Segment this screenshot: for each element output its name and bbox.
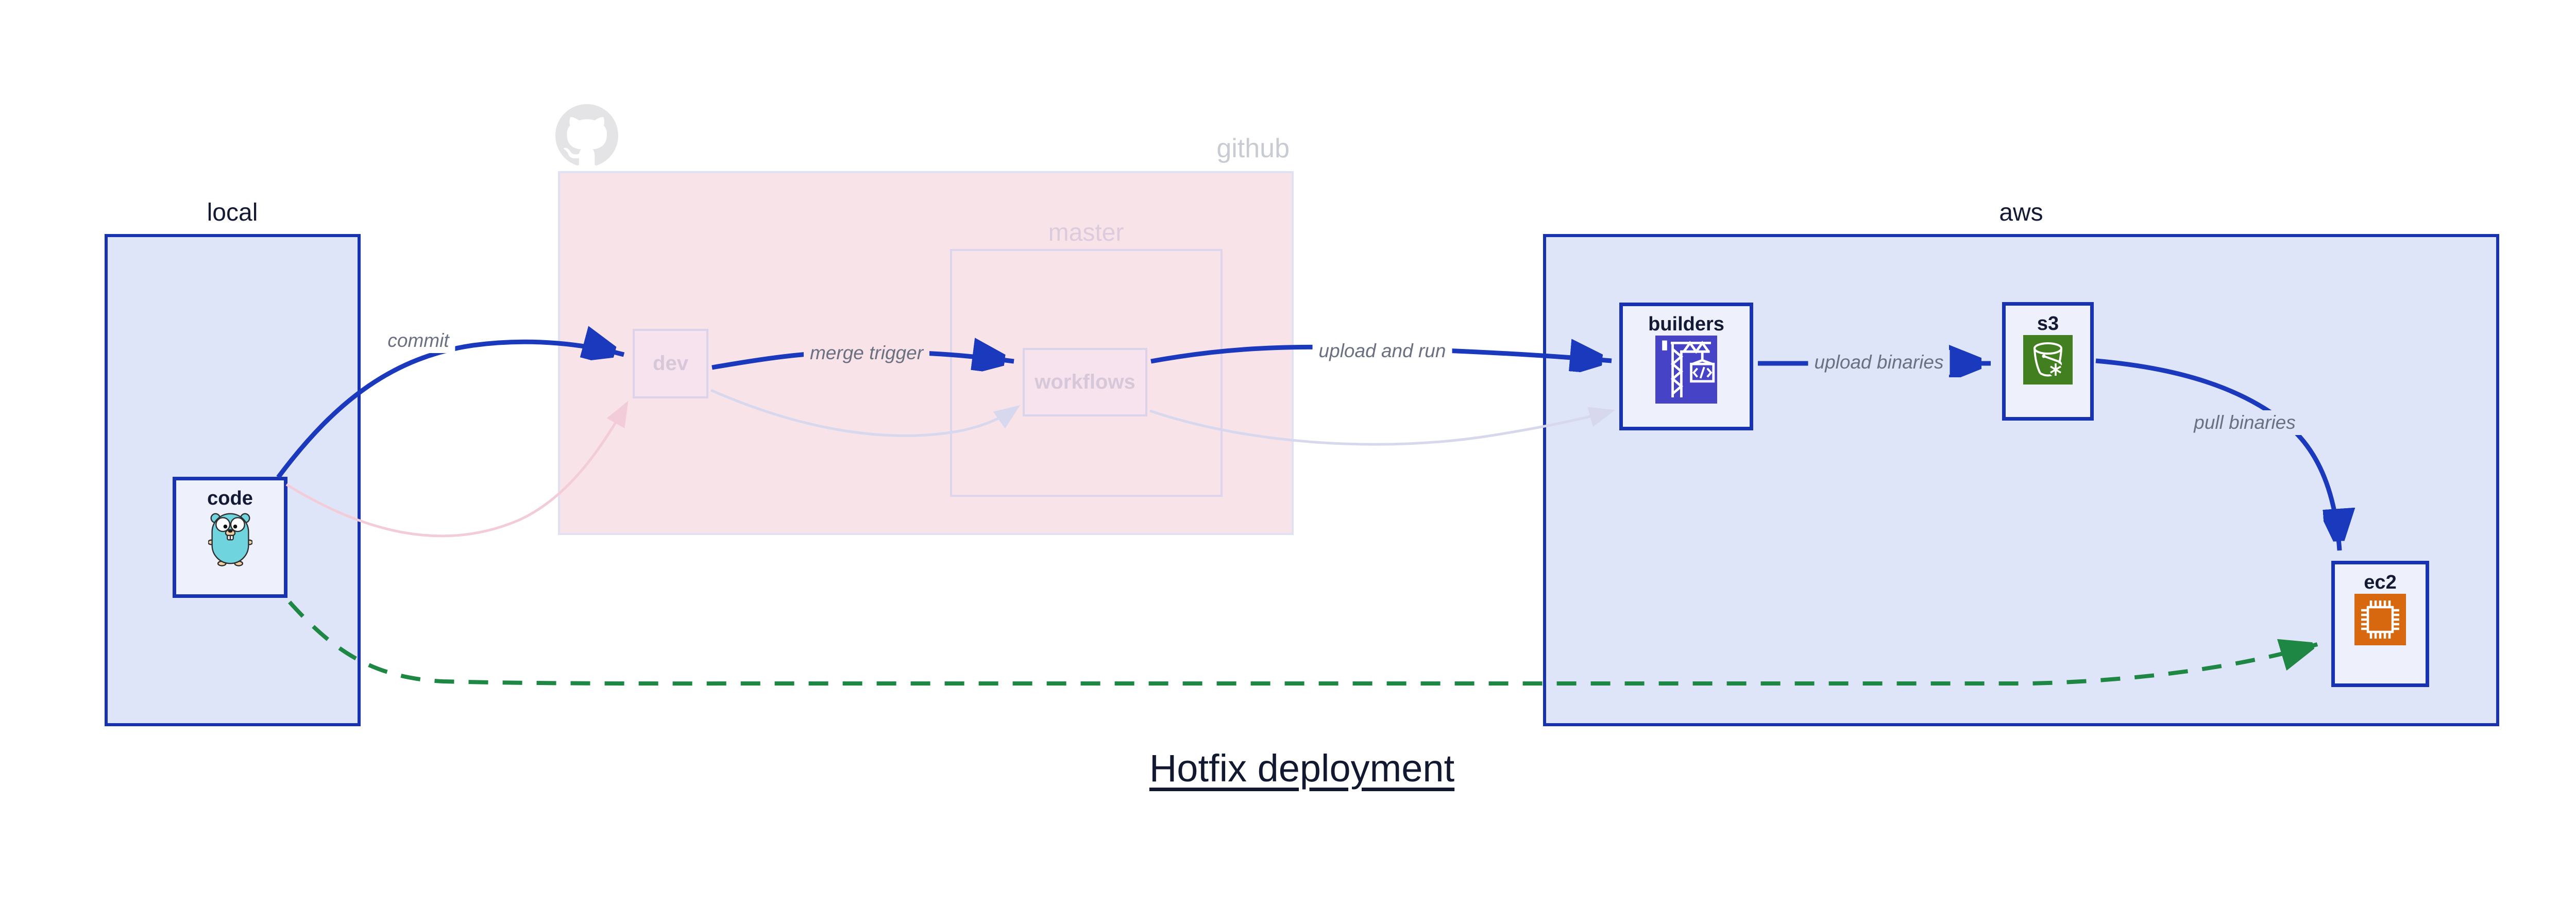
node-builders: builders <box>1619 303 1753 430</box>
node-workflows: workflows <box>1023 348 1147 416</box>
diagram-title: Hotfix deployment <box>1149 747 1455 790</box>
node-s3-label: s3 <box>2037 313 2059 335</box>
github-group-label: github <box>1216 133 1290 163</box>
master-group-label: master <box>1048 219 1124 246</box>
edge-label-upload-binaries: upload binaries <box>1808 350 1950 375</box>
node-dev: dev <box>633 329 708 398</box>
master-group-box <box>950 249 1223 497</box>
codebuild-crane-icon <box>1655 336 1717 406</box>
node-s3: s3 <box>2002 302 2094 421</box>
node-workflows-label: workflows <box>1035 371 1136 393</box>
node-code: code <box>173 477 287 598</box>
edge-label-upload-and-run: upload and run <box>1312 339 1452 363</box>
node-dev-label: dev <box>653 352 688 375</box>
ec2-chip-icon <box>2354 594 2406 647</box>
github-octocat-icon <box>555 104 618 170</box>
aws-group-label: aws <box>1999 199 2043 226</box>
edge-label-merge-trigger: merge trigger <box>803 341 930 365</box>
local-group-label: local <box>207 199 258 226</box>
s3-bucket-snowflake-icon <box>2023 335 2073 387</box>
go-gopher-icon <box>207 513 253 569</box>
node-ec2: ec2 <box>2331 561 2429 687</box>
node-builders-label: builders <box>1648 313 1724 335</box>
edge-label-commit: commit <box>381 328 455 353</box>
node-ec2-label: ec2 <box>2364 572 2397 593</box>
node-code-label: code <box>207 488 253 509</box>
edge-label-pull-binaries: pull binaries <box>2188 410 2302 435</box>
